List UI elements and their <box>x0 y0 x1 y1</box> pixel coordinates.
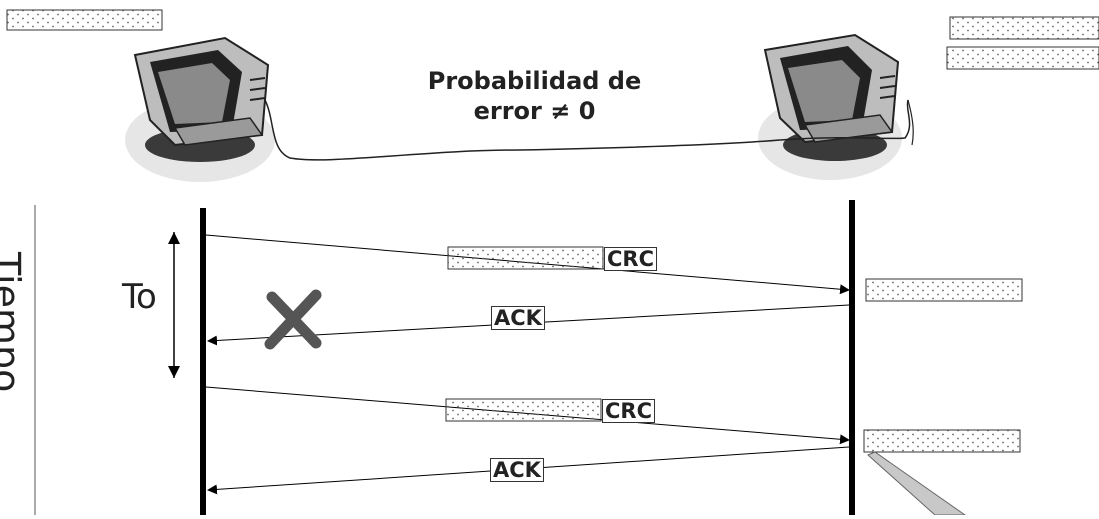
time-axis-label: Tiempo <box>0 252 28 393</box>
frame-received <box>865 278 1023 302</box>
frame-in-transit <box>447 246 604 270</box>
frame-box <box>6 9 163 31</box>
ack-tag: ACK <box>490 458 544 482</box>
timeout-arrow-head <box>168 232 180 244</box>
frame-in-transit <box>445 398 602 422</box>
computer-right-icon <box>758 33 902 180</box>
computer-left-icon <box>125 36 275 182</box>
timeout-arrow-head <box>168 366 180 378</box>
frame-received <box>863 429 1021 453</box>
frame-box <box>949 16 1099 40</box>
crc-tag: CRC <box>602 399 655 423</box>
timeout-label: To <box>122 277 157 317</box>
diagram-title: Probabilidad de error ≠ 0 <box>427 67 642 125</box>
network-cable <box>907 99 914 146</box>
lost-mark-icon <box>264 289 322 350</box>
crc-tag: CRC <box>604 247 657 271</box>
ack-tag: ACK <box>491 306 545 330</box>
callout-pointer <box>867 451 967 516</box>
network-cable <box>264 99 911 161</box>
frame-box <box>946 46 1099 70</box>
